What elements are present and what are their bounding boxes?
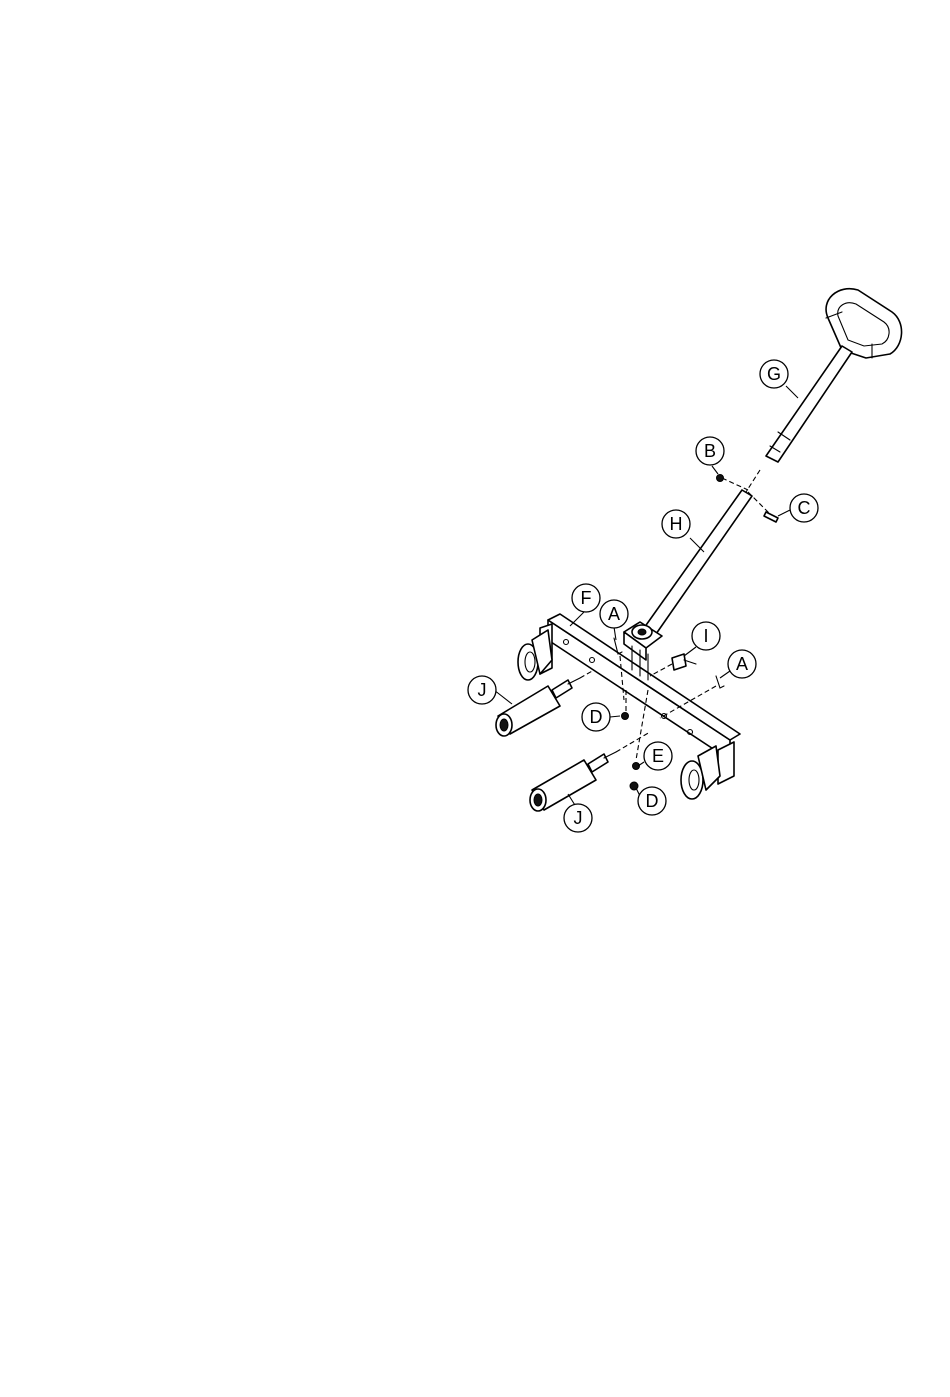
callout-f: F	[572, 584, 600, 612]
handle-grip	[826, 289, 902, 358]
bracket-i	[650, 654, 696, 676]
left-wheel	[518, 630, 552, 680]
callout-j-upper: J	[468, 676, 496, 704]
svg-text:A: A	[608, 604, 620, 624]
callout-a-left: A	[600, 600, 628, 628]
svg-text:A: A	[736, 654, 748, 674]
svg-text:D: D	[646, 791, 659, 811]
svg-text:F: F	[581, 588, 592, 608]
svg-text:B: B	[704, 441, 716, 461]
svg-text:J: J	[478, 680, 487, 700]
callout-e: E	[644, 742, 672, 770]
callout-j-lower: J	[564, 804, 592, 832]
svg-text:D: D	[590, 707, 603, 727]
callout-d-upper: D	[582, 703, 610, 731]
axle-j-lower	[530, 732, 650, 811]
svg-text:J: J	[574, 808, 583, 828]
callout-g: G	[760, 360, 788, 388]
svg-text:G: G	[767, 364, 781, 384]
svg-text:H: H	[670, 514, 683, 534]
callout-h: H	[662, 510, 690, 538]
nut-d-upper	[622, 690, 629, 720]
callout-leaders	[494, 386, 798, 810]
right-wheel	[681, 746, 720, 799]
svg-text:I: I	[703, 626, 708, 646]
svg-text:E: E	[652, 746, 664, 766]
callout-c: C	[790, 494, 818, 522]
callout-i: I	[692, 622, 720, 650]
svg-text:C: C	[798, 498, 811, 518]
bolt-b	[717, 475, 724, 482]
callout-d-lower: D	[638, 787, 666, 815]
pin-c	[764, 512, 778, 522]
callout-b: B	[696, 437, 724, 465]
lower-handle-tube	[644, 490, 752, 634]
callout-a-right: A	[728, 650, 756, 678]
